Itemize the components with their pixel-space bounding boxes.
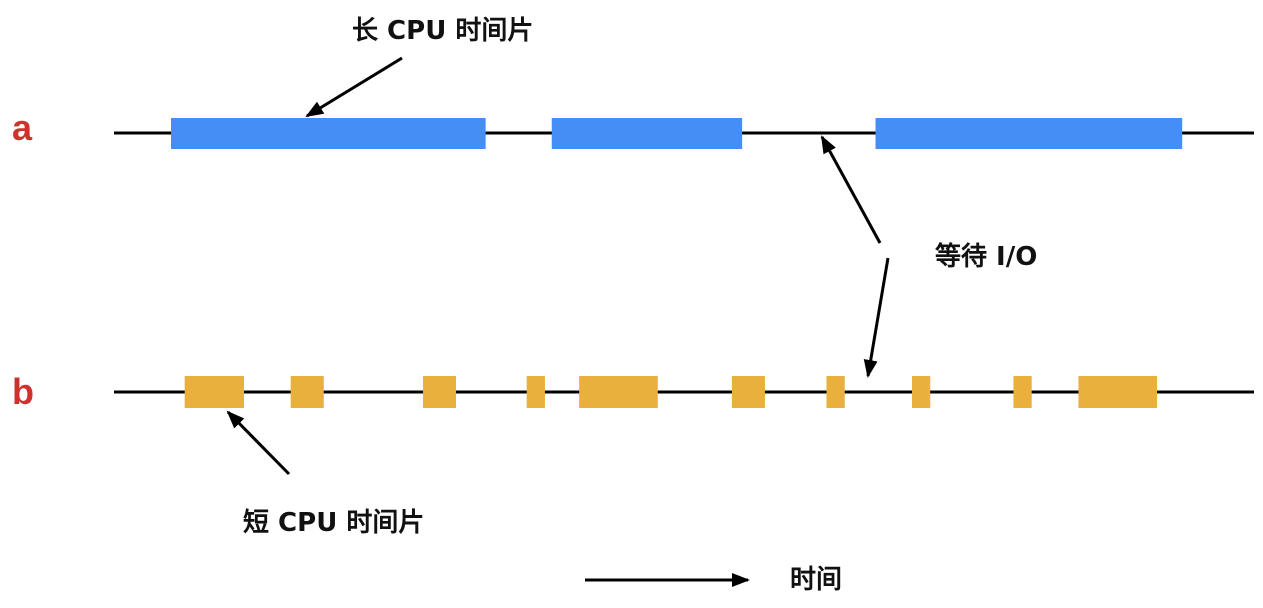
arrow-short-cpu [226,410,291,476]
row-label-a: a [12,107,33,148]
short-cpu-burst-7 [826,376,845,408]
short-cpu-burst-2 [290,376,324,408]
short-cpu-burst-1 [184,376,244,408]
wait-io-label: 等待 I/O [935,242,1038,272]
time-axis-label: 时间 [790,565,843,595]
arrow-long-cpu [305,56,403,118]
short-cpu-burst-3 [422,376,456,408]
long-cpu-label: 长 CPU 时间片 [352,16,534,46]
arrow-wait-io-a [820,135,882,244]
short-cpu-burst-10 [1078,376,1158,408]
short-cpu-burst-9 [1013,376,1032,408]
long-cpu-burst-3 [875,118,1183,149]
short-cpu-burst-4 [526,376,545,408]
bursts-a [171,118,1183,149]
arrow-wait-io-b [863,257,890,378]
row-label-b: b [12,371,34,412]
bursts-b [184,376,1158,408]
long-cpu-burst-2 [551,118,743,149]
short-cpu-burst-8 [912,376,931,408]
long-cpu-burst-1 [171,118,486,149]
short-cpu-burst-5 [579,376,658,408]
short-cpu-label: 短 CPU 时间片 [243,508,425,538]
short-cpu-burst-6 [731,376,765,408]
